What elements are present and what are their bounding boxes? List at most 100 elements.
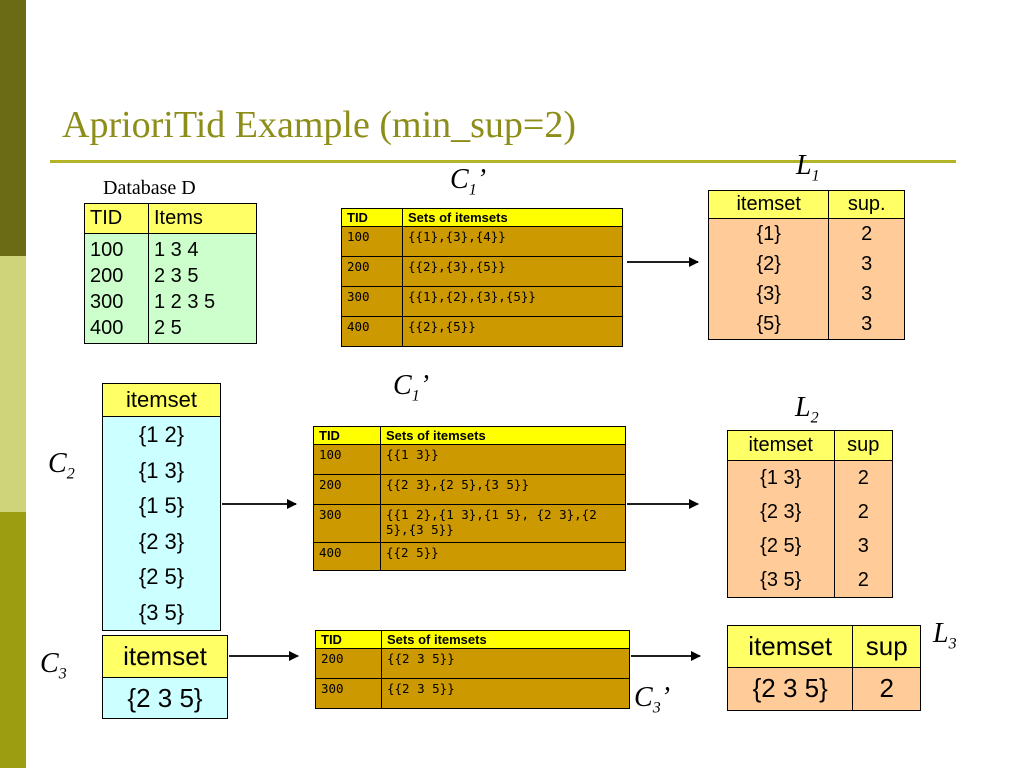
itemset-cell: {3} [708,279,829,309]
table-row: 400{{2},{5}} [341,316,623,347]
items-cell: 1 3 4 [148,233,257,263]
table-row: 200{{2},{3},{5}} [341,256,623,287]
itemset-cell: {2 5} [102,559,221,595]
tid-cell: 200 [84,263,149,289]
itemset-cell: {1} [708,218,829,249]
c1-bar-header-tid: TID [341,208,403,227]
sidebar-segment-middle [0,256,26,512]
sets-cell: {{1 2},{1 3},{1 5}, {2 3},{2 5},{3 5}} [380,504,626,543]
sets-cell: {{2},{5}} [402,316,623,347]
table-row: 100{{1 3}} [313,444,626,475]
itemset-cell: {1 2} [102,416,221,453]
l1-header-sup: sup. [828,190,905,219]
itemset-cell: {1 3} [727,460,834,495]
sets-cell: {{2 3},{2 5},{3 5}} [380,474,626,505]
itemset-cell: {3 5} [102,594,221,631]
c2-bar-label: C1’ [393,370,430,405]
slide-sidebar [0,0,26,768]
table-row: {2 3 5} [102,677,228,719]
c3-bar-label: C3’ [634,682,671,717]
sup-cell: 3 [828,279,905,309]
c1-bar-label: C1’ [450,164,487,199]
tid-cell: 400 [341,316,403,347]
tid-cell: 400 [313,542,381,571]
itemset-cell: {2 3} [102,523,221,559]
tid-cell: 100 [84,233,149,263]
table-row: {1 5} [102,488,221,524]
itemset-cell: {2 5} [727,529,834,563]
sup-cell: 2 [833,495,893,529]
table-row: {2 5} [102,559,221,595]
c1-bar-table: TID Sets of itemsets 100{{1},{3},{4}} 20… [341,208,623,347]
tid-cell: 300 [313,504,381,543]
sets-cell: {{2},{3},{5}} [402,256,623,287]
tid-cell: 300 [315,678,382,709]
slide-title: AprioriTid Example (min_sup=2) [62,104,577,146]
table-row: {2 5}3 [727,529,893,563]
sup-cell: 3 [828,309,905,340]
table-row: {1 3}2 [727,460,893,495]
c2-bar-header-tid: TID [313,426,381,445]
items-cell: 1 2 3 5 [148,289,257,315]
l1-label: L1 [796,150,820,185]
sup-cell: 2 [833,563,893,598]
l3-label: L3 [933,618,957,653]
database-label: Database D [103,177,196,199]
table-row: {1 3} [102,452,221,488]
sup-cell: 3 [828,249,905,279]
c3-bar-header-tid: TID [315,630,382,649]
l2-header-itemset: itemset [727,430,835,461]
sup-cell: 2 [833,460,893,495]
table-row: {1 2} [102,416,221,453]
database-header-items: Items [148,203,257,234]
sets-cell: {{1},{2},{3},{5}} [402,286,623,317]
table-row: {1}2 [708,218,905,249]
l2-table: itemset sup {1 3}2 {2 3}2 {2 5}3 {3 5}2 [727,430,893,598]
c2-bar-table: TID Sets of itemsets 100{{1 3}} 200{{2 3… [313,426,626,571]
title-divider [50,160,956,163]
itemset-cell: {2 3 5} [102,677,228,719]
c2-bar-header-sets: Sets of itemsets [380,426,626,445]
table-row: 100{{1},{3},{4}} [341,226,623,257]
tid-cell: 300 [341,286,403,317]
itemset-cell: {1 3} [102,452,221,488]
sidebar-segment-bottom [0,512,26,768]
table-row: {2 3 5}2 [727,667,921,711]
c3-label: C3 [40,648,67,683]
tid-cell: 100 [341,226,403,257]
l1-header-itemset: itemset [707,190,830,219]
table-row: {5}3 [708,309,905,340]
c2-header-itemset: itemset [102,383,221,417]
sup-cell: 2 [828,218,905,249]
table-row: 300{{1},{2},{3},{5}} [341,286,623,317]
tid-cell: 400 [84,315,149,344]
c2-label: C2 [48,448,75,483]
l3-table: itemset sup {2 3 5}2 [726,625,921,711]
tid-cell: 200 [341,256,403,287]
table-row: 300{{2 3 5}} [315,678,630,709]
sup-cell: 3 [833,529,893,563]
c3-bar-table: TID Sets of itemsets 200{{2 3 5}} 300{{2… [315,630,630,709]
sets-cell: {{2 5}} [380,542,626,571]
c1-bar-header-sets: Sets of itemsets [402,208,623,227]
database-header-tid: TID [84,203,149,234]
c3-bar-header-sets: Sets of itemsets [381,630,630,649]
items-cell: 2 5 [148,315,257,344]
itemset-cell: {2} [708,249,829,279]
sets-cell: {{2 3 5}} [381,648,630,679]
tid-cell: 300 [84,289,149,315]
itemset-cell: {2 3} [727,495,834,529]
itemset-cell: {3 5} [727,563,834,598]
c2-table: itemset {1 2} {1 3} {1 5} {2 3} {2 5} {3… [102,383,221,631]
table-row: {3}3 [708,279,905,309]
l1-table: itemset sup. {1}2 {2}3 {3}3 {5}3 [707,190,905,340]
table-row: {3 5} [102,594,221,631]
table-row: {3 5}2 [727,563,893,598]
table-row: 400{{2 5}} [313,542,626,571]
l2-header-sup: sup [833,430,893,461]
itemset-cell: {1 5} [102,488,221,524]
